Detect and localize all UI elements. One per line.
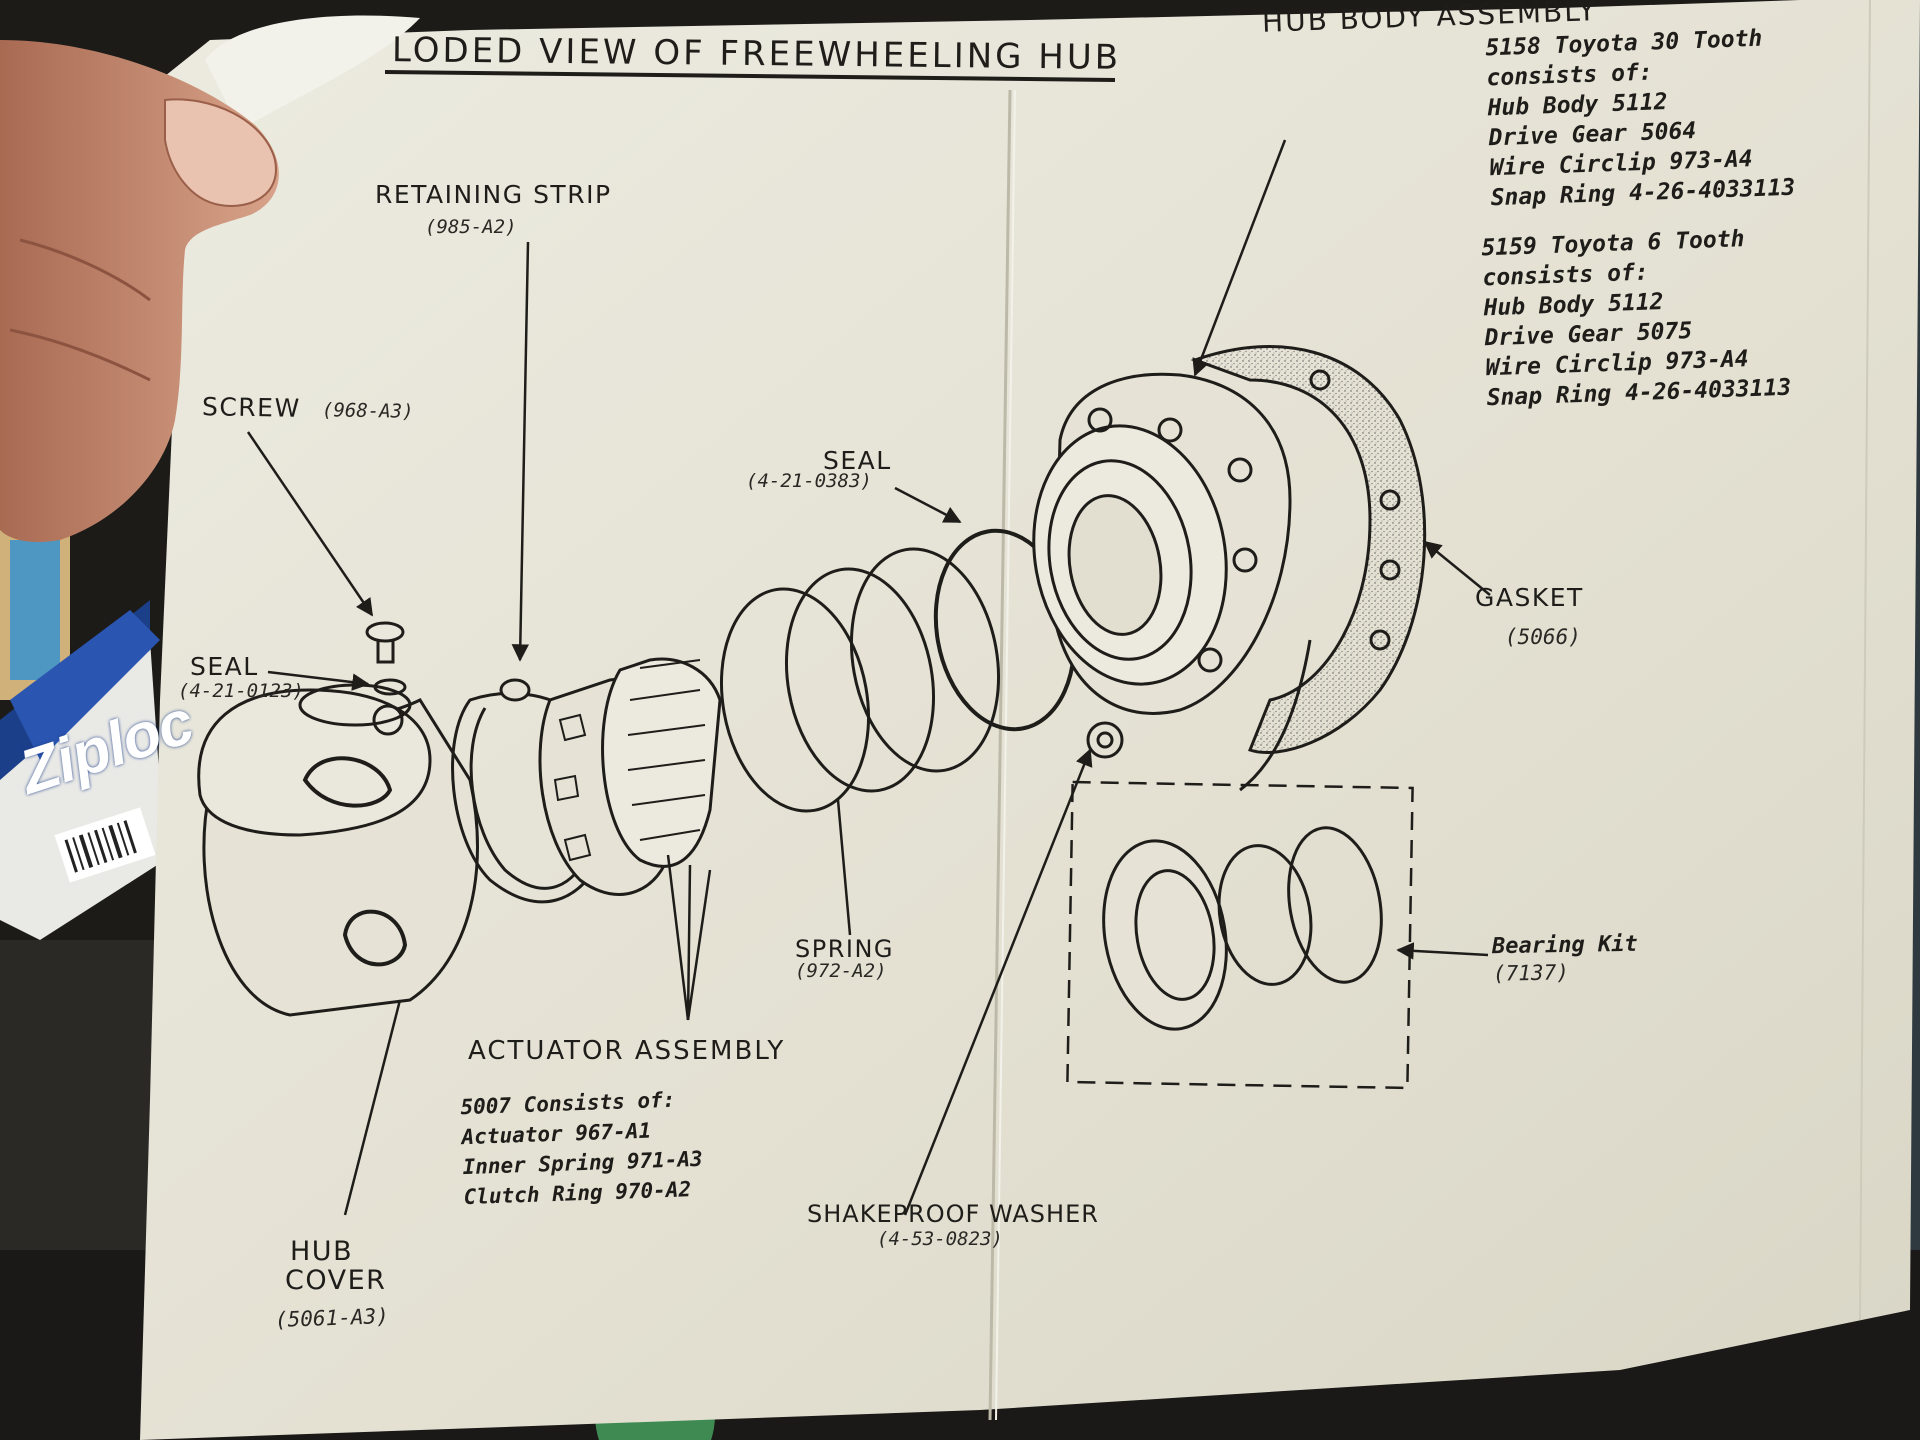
spring-part (719, 547, 1001, 813)
hub-cover-label-line2: COVER (285, 1265, 387, 1296)
hub-cover-part (197, 683, 479, 1017)
screw-code: (968-A3) (321, 399, 414, 423)
screw-part (365, 621, 407, 696)
bearing-kit-box (1066, 780, 1414, 1090)
actuator-part (538, 657, 722, 896)
hand (0, 40, 279, 542)
gasket-label: GASKET (1475, 583, 1584, 612)
retaining-strip-code: (985-A2) (425, 216, 517, 238)
actuator-heading: ACTUATOR ASSEMBLY (468, 1036, 786, 1066)
seal-large-code: (4-21-0383) (746, 470, 872, 492)
hub-diagram (197, 345, 1427, 1090)
instruction-sheet (140, 0, 1920, 1440)
bearing-kit-part (1102, 826, 1383, 1031)
screw-label: SCREW (201, 392, 301, 423)
ziploc-carton (0, 600, 165, 940)
spring-label: SPRING (795, 935, 895, 963)
title-underline (384, 70, 1116, 82)
sheet-title: LODED VIEW OF FREEWHEELING HUB (391, 30, 1122, 78)
shakeproof-washer-code: (4-53-0823) (877, 1228, 1003, 1250)
retaining-strip-label: RETAINING STRIP (375, 180, 612, 209)
bearing-kit-code: (7137) (1492, 960, 1570, 986)
washer-part (1086, 721, 1124, 759)
gasket-code: (5066) (1505, 625, 1581, 649)
hub-body-kit-b: 5159 Toyota 6 Tooth consists of: Hub Bod… (1481, 223, 1792, 414)
seal-small-code: (4-21-0123) (178, 680, 304, 702)
seal-large-label: SEAL (823, 446, 892, 475)
hub-body-part (1032, 372, 1292, 715)
seal-small-label: SEAL (190, 652, 259, 681)
spring-code: (972-A2) (795, 960, 887, 982)
gasket-part (1190, 345, 1427, 792)
hub-cover-code: (5061-A3) (274, 1304, 390, 1332)
actuator-contents: 5007 Consists of: Actuator 967-A1 Inner … (460, 1084, 704, 1212)
hub-cover-label-line1: HUB (290, 1236, 354, 1267)
bearing-kit-label: Bearing Kit (1491, 931, 1638, 960)
leader-lines (246, 139, 1491, 1216)
shakeproof-washer-label: SHAKEPROOF WASHER (807, 1200, 1099, 1228)
hub-body-kit-a: 5158 Toyota 30 Tooth consists of: Hub Bo… (1485, 23, 1796, 214)
